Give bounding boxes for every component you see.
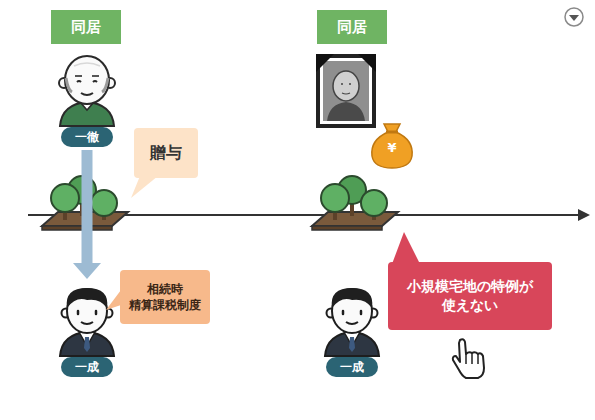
person-node: 一成 [307, 282, 397, 377]
person-node: 一徹 [42, 52, 132, 147]
name-badge: 一成 [326, 357, 378, 377]
callout-text: 相続時 精算課税制度 [128, 281, 202, 313]
name-badge: 一徹 [61, 127, 113, 147]
young-man-avatar [325, 288, 379, 356]
young-man-avatar [60, 288, 114, 356]
label-text: ¥ [382, 140, 402, 156]
old-man-avatar [59, 56, 115, 126]
callout-text: 小規模宅地の特例が 使えない [396, 277, 544, 315]
hand-cursor [453, 339, 484, 378]
callout-box: 相続時 精算課税制度 [120, 270, 210, 324]
currency-mark: ¥ [382, 140, 402, 156]
panel-heading: 同居 [317, 10, 387, 44]
memorial-portrait [316, 54, 376, 126]
callout-tail [392, 232, 420, 264]
arrow-shaft [82, 150, 93, 264]
callout-text: 贈与 [150, 142, 182, 164]
callout-box: 小規模宅地の特例が 使えない [388, 262, 552, 330]
name-badge: 一成 [61, 357, 113, 377]
cohabitation-panel: 同居一徹一成 [10, 10, 162, 410]
land-trees [312, 176, 398, 230]
panel-heading: 同居 [51, 10, 121, 44]
transfer-arrow [73, 150, 101, 279]
arrow-head [73, 263, 101, 279]
person-node: 一成 [42, 282, 132, 377]
cohabitation-panel: 同居一成 [272, 10, 432, 410]
panel-ground [10, 10, 162, 410]
dropdown-icon [565, 8, 583, 26]
callout-box: 贈与 [134, 128, 198, 178]
panel-ground [272, 10, 432, 410]
money-bag [372, 124, 412, 168]
callout-tail [131, 176, 158, 198]
